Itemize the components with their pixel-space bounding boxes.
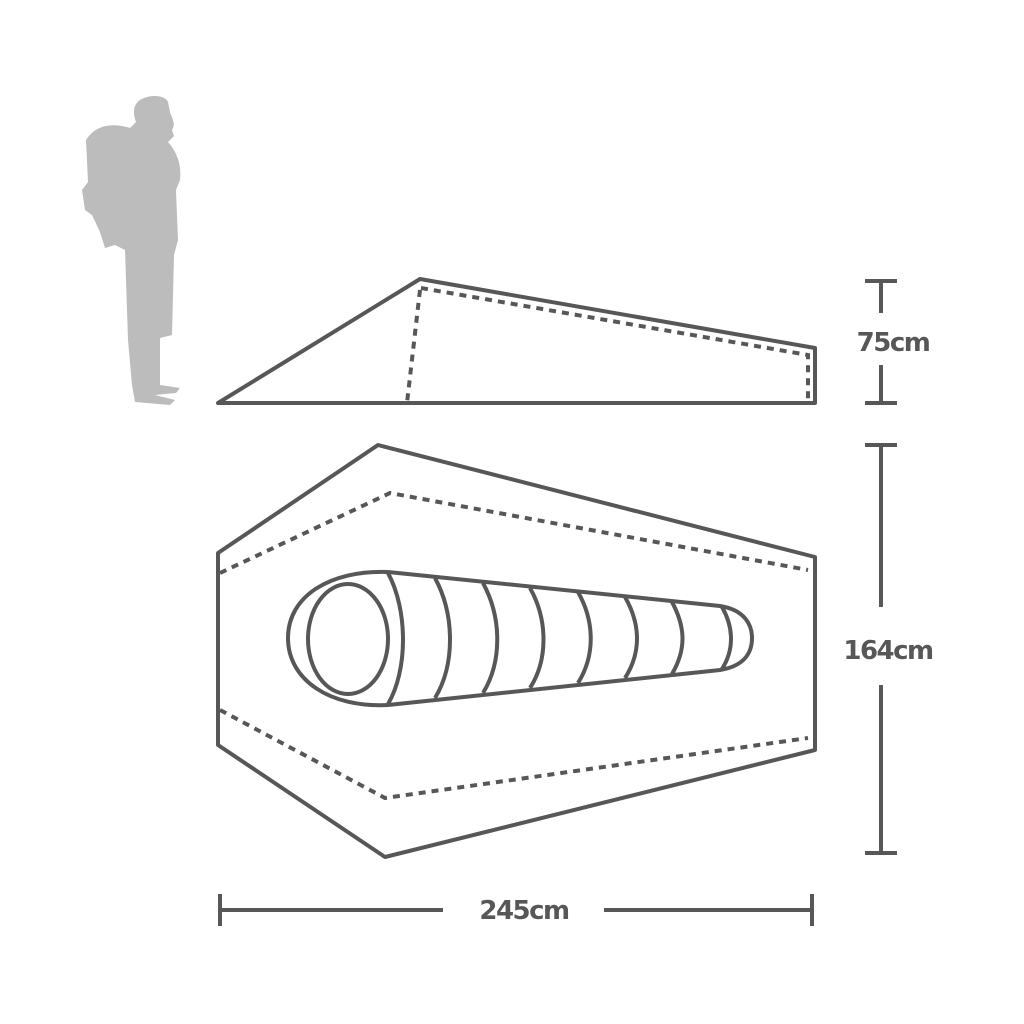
hiker-silhouette-icon <box>82 96 181 405</box>
tent-top-view <box>216 443 817 859</box>
length-label: 245cm <box>479 896 569 926</box>
width-dimension: 164cm <box>843 443 935 855</box>
width-label: 164cm <box>843 636 933 666</box>
sleeping-bag-icon <box>286 569 754 708</box>
height-dimension: 75cm <box>857 279 931 405</box>
tent-side-view <box>216 277 817 405</box>
length-dimension: 245cm <box>218 894 814 926</box>
height-label: 75cm <box>857 328 930 358</box>
